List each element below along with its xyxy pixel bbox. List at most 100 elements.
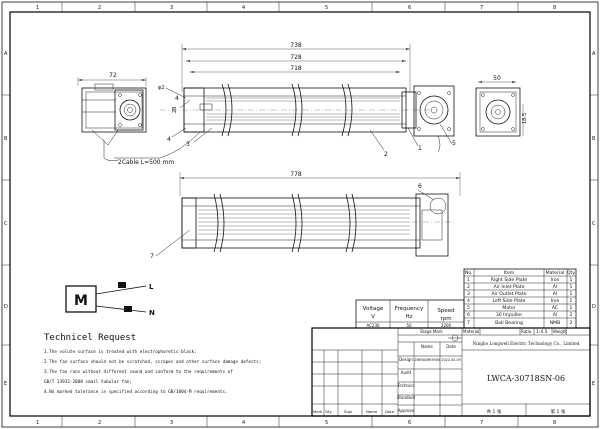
spec-voltage-value: AC230 bbox=[366, 323, 380, 328]
zone-row-c: C bbox=[4, 221, 8, 227]
zone-row-re: E bbox=[592, 381, 595, 387]
stage-mark-label: Stage Mark bbox=[420, 329, 443, 334]
zone-row-rc: C bbox=[592, 221, 596, 227]
sheet-total: 共 1 张 bbox=[487, 408, 502, 415]
bom-row-7-qty: 2 bbox=[570, 320, 573, 326]
dim-right-h: 18.5 bbox=[522, 113, 528, 124]
main-front-view: 738 728 718 28 φ2 4 4 bbox=[114, 42, 456, 166]
dim-height: 28 bbox=[172, 107, 178, 113]
dim-dia: φ2 bbox=[158, 85, 164, 91]
bom-row-3-item: Air Outlet Plate bbox=[492, 291, 527, 297]
zone-col-b3: 3 bbox=[170, 420, 173, 426]
request-line-3: 3.The fan runs without different sound a… bbox=[44, 369, 233, 375]
bom-row-3-qty: 1 bbox=[570, 291, 573, 297]
zone-row-b: B bbox=[4, 136, 8, 142]
zone-col-8: 8 bbox=[553, 5, 556, 11]
callout-4a: 4 bbox=[175, 95, 179, 102]
dim-inner-2: 718 bbox=[290, 65, 302, 72]
zone-col-2: 2 bbox=[98, 5, 101, 11]
bom-row-2-material: Al bbox=[553, 284, 557, 290]
spec-speed-unit: rpm bbox=[440, 316, 451, 322]
zone-col-5: 5 bbox=[325, 5, 328, 11]
rev-col-sign: Sign bbox=[344, 409, 353, 414]
spec-frequency-unit: Hz bbox=[405, 314, 412, 320]
callout-5: 5 bbox=[452, 140, 456, 147]
spec-voltage-unit: V bbox=[371, 314, 375, 320]
wiring-diagram: M L N bbox=[65, 282, 155, 317]
bom-row-1-no: 1 bbox=[467, 277, 470, 283]
dim-bottom-length: 778 bbox=[290, 171, 302, 178]
bom-row-6-item: 30 Impuller bbox=[496, 312, 522, 318]
left-side-view: 72 bbox=[77, 72, 147, 161]
request-line-4: GB/T 13932-2008 small tubular fan; bbox=[44, 379, 132, 385]
company-name: Ningbo Longwell Electric Technology Co.,… bbox=[473, 341, 580, 346]
bom-header-item: Item bbox=[504, 270, 515, 276]
bom-row-2-qty: 1 bbox=[570, 284, 573, 290]
audit-label: Audit bbox=[401, 370, 412, 375]
callout-2: 2 bbox=[384, 151, 388, 158]
zone-col-b1: 1 bbox=[36, 420, 39, 426]
rev-col-name: Name bbox=[366, 409, 378, 414]
bom-row-7-material: NMB bbox=[550, 320, 561, 326]
bom-row-1-material: Iron bbox=[551, 277, 560, 283]
request-line-1: 1.The volute surface is treated with ele… bbox=[44, 349, 197, 355]
bom-row-4-no: 4 bbox=[467, 298, 470, 304]
right-side-view: 50 18.5 bbox=[475, 75, 528, 137]
sheet-number: 第 1 张 bbox=[551, 408, 566, 415]
wire-n-label: N bbox=[149, 309, 155, 317]
dim-side-width: 72 bbox=[109, 72, 117, 79]
zone-col-6: 6 bbox=[408, 5, 411, 11]
bom-row-5-no: 5 bbox=[467, 305, 470, 311]
rev-col-date: Date bbox=[385, 409, 395, 414]
callout-7: 7 bbox=[150, 253, 154, 260]
bom-row-3-material: Al bbox=[553, 291, 557, 297]
technical-request: Technicel Request 1.The volute surface i… bbox=[44, 333, 261, 395]
design-label: Design bbox=[399, 357, 413, 362]
callout-6: 6 bbox=[418, 183, 422, 190]
zone-row-a: A bbox=[4, 51, 8, 57]
bom-header-qty: Qty bbox=[567, 270, 575, 276]
drawing-number: LWCA-30718SN-06 bbox=[487, 374, 565, 383]
request-title: Technicel Request bbox=[44, 333, 136, 343]
bom-row-6-qty: 2 bbox=[570, 312, 573, 318]
bom-row-4-material: Iron bbox=[551, 298, 560, 304]
bom-row-5-material: AC bbox=[552, 305, 558, 311]
zone-col-b4: 4 bbox=[242, 420, 245, 426]
dim-overall: 738 bbox=[290, 42, 302, 49]
ratio-label: Ratio bbox=[521, 329, 532, 334]
zone-col-b7: 7 bbox=[480, 420, 483, 426]
motor-symbol: M bbox=[74, 293, 88, 309]
zone-row-e: E bbox=[4, 381, 7, 387]
dim-side-right: 50 bbox=[493, 75, 501, 82]
bottom-view: 778 6 7 bbox=[150, 171, 461, 260]
approve-label: Approve bbox=[398, 408, 415, 413]
bom-header-material: Material bbox=[546, 270, 565, 276]
zone-col-b8: 8 bbox=[553, 420, 556, 426]
rev-col-qty: Qty bbox=[325, 409, 332, 414]
title-block: Mark Qty Sign Name Date Stage Mark Name … bbox=[311, 327, 591, 417]
zone-col-b5: 5 bbox=[325, 420, 328, 426]
bom-row-5-qty: 1 bbox=[570, 305, 573, 311]
zone-col-b6: 6 bbox=[408, 420, 411, 426]
zone-col-1: 1 bbox=[36, 5, 39, 11]
request-line-5: 4.No marked tolerance in specified accor… bbox=[44, 389, 228, 395]
material-label: Material bbox=[463, 329, 479, 334]
zone-col-4: 4 bbox=[242, 5, 245, 11]
bom-row-7-no: 7 bbox=[467, 320, 470, 326]
rev-col-mark: Mark bbox=[313, 409, 323, 414]
bom-row-6-no: 6 bbox=[467, 312, 470, 318]
designer-name: ZHENGMEIYUN bbox=[414, 358, 440, 362]
bom-header-no: No. bbox=[465, 270, 473, 276]
bom-row-3-no: 3 bbox=[467, 291, 470, 297]
bom-row-2-item: Air Inlet Plate bbox=[494, 284, 525, 290]
name-label: Name bbox=[421, 344, 433, 349]
zone-labels: 1 2 3 4 5 6 7 8 1 2 3 4 5 6 7 8 A B C D … bbox=[4, 5, 596, 426]
date-label: Date bbox=[446, 344, 456, 349]
zone-row-rb: B bbox=[592, 136, 596, 142]
bom-row-1-qty: 1 bbox=[570, 277, 573, 283]
design-date: 2022.05.09 bbox=[441, 358, 460, 362]
request-line-2: 2.The fan surface should not be scratche… bbox=[44, 359, 261, 365]
